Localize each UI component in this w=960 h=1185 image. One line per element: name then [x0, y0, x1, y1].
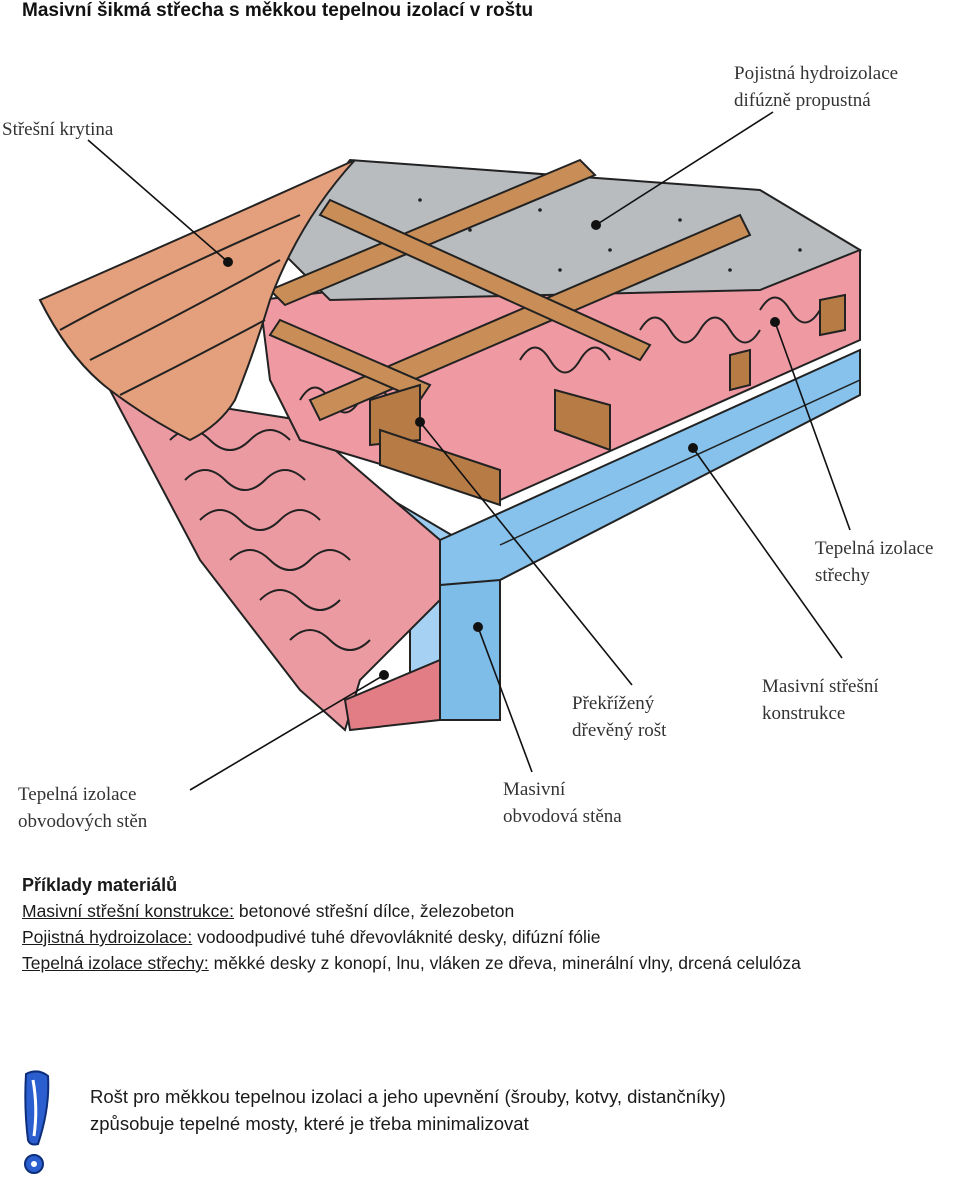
post-4 — [730, 350, 750, 390]
label-roof-covering-text: Střešní krytina — [2, 119, 113, 140]
label-roof-structure: Masivní střešní konstrukce — [762, 673, 879, 727]
label-hydroinsulation-line2: difúzně propustná — [734, 87, 898, 114]
example-term: Masivní střešní konstrukce: — [22, 901, 234, 921]
label-wooden-grid: Překřížený dřevěný rošt — [572, 690, 666, 744]
label-roof-insulation-line1: Tepelná izolace — [815, 535, 933, 562]
label-roof-structure-line2: konstrukce — [762, 700, 879, 727]
example-term: Pojistná hydroizolace: — [22, 927, 192, 947]
label-masonry-wall: Masivní obvodová stěna — [503, 776, 622, 830]
example-row-hydroinsulation: Pojistná hydroizolace: vodoodpudivé tuhé… — [22, 924, 942, 950]
label-wooden-grid-line2: dřevěný rošt — [572, 717, 666, 744]
label-wall-insulation-line2: obvodových stěn — [18, 808, 147, 835]
label-roof-structure-line1: Masivní střešní — [762, 673, 879, 700]
label-roof-covering: Střešní krytina — [2, 116, 113, 143]
example-text: měkké desky z konopí, lnu, vláken ze dře… — [209, 953, 801, 973]
exclamation-mark-icon — [8, 1068, 64, 1180]
example-text: betonové střešní dílce, železobeton — [234, 901, 514, 921]
warning-note: Rošt pro měkkou tepelnou izolaci a jeho … — [90, 1083, 940, 1137]
label-masonry-wall-line2: obvodová stěna — [503, 803, 622, 830]
warning-note-line2: způsobuje tepelné mosty, které je třeba … — [90, 1110, 940, 1137]
label-hydroinsulation: Pojistná hydroizolace difúzně propustná — [734, 60, 898, 114]
label-wall-insulation: Tepelná izolace obvodových stěn — [18, 781, 147, 835]
example-row-roof-insulation: Tepelná izolace střechy: měkké desky z k… — [22, 950, 942, 976]
post-5 — [820, 295, 845, 335]
example-text: vodoodpudivé tuhé dřevovláknité desky, d… — [192, 927, 600, 947]
label-hydroinsulation-line1: Pojistná hydroizolace — [734, 60, 898, 87]
material-examples: Příklady materiálů Masivní střešní konst… — [22, 872, 942, 976]
examples-heading: Příklady materiálů — [22, 872, 942, 898]
label-roof-insulation-line2: střechy — [815, 562, 933, 589]
label-wall-insulation-line1: Tepelná izolace — [18, 781, 147, 808]
warning-note-line1: Rošt pro měkkou tepelnou izolaci a jeho … — [90, 1083, 940, 1110]
label-wooden-grid-line1: Překřížený — [572, 690, 666, 717]
label-roof-insulation: Tepelná izolace střechy — [815, 535, 933, 589]
example-row-roof-structure: Masivní střešní konstrukce: betonové stř… — [22, 898, 942, 924]
example-term: Tepelná izolace střechy: — [22, 953, 209, 973]
label-masonry-wall-line1: Masivní — [503, 776, 622, 803]
roof-section-illustration — [0, 0, 960, 860]
